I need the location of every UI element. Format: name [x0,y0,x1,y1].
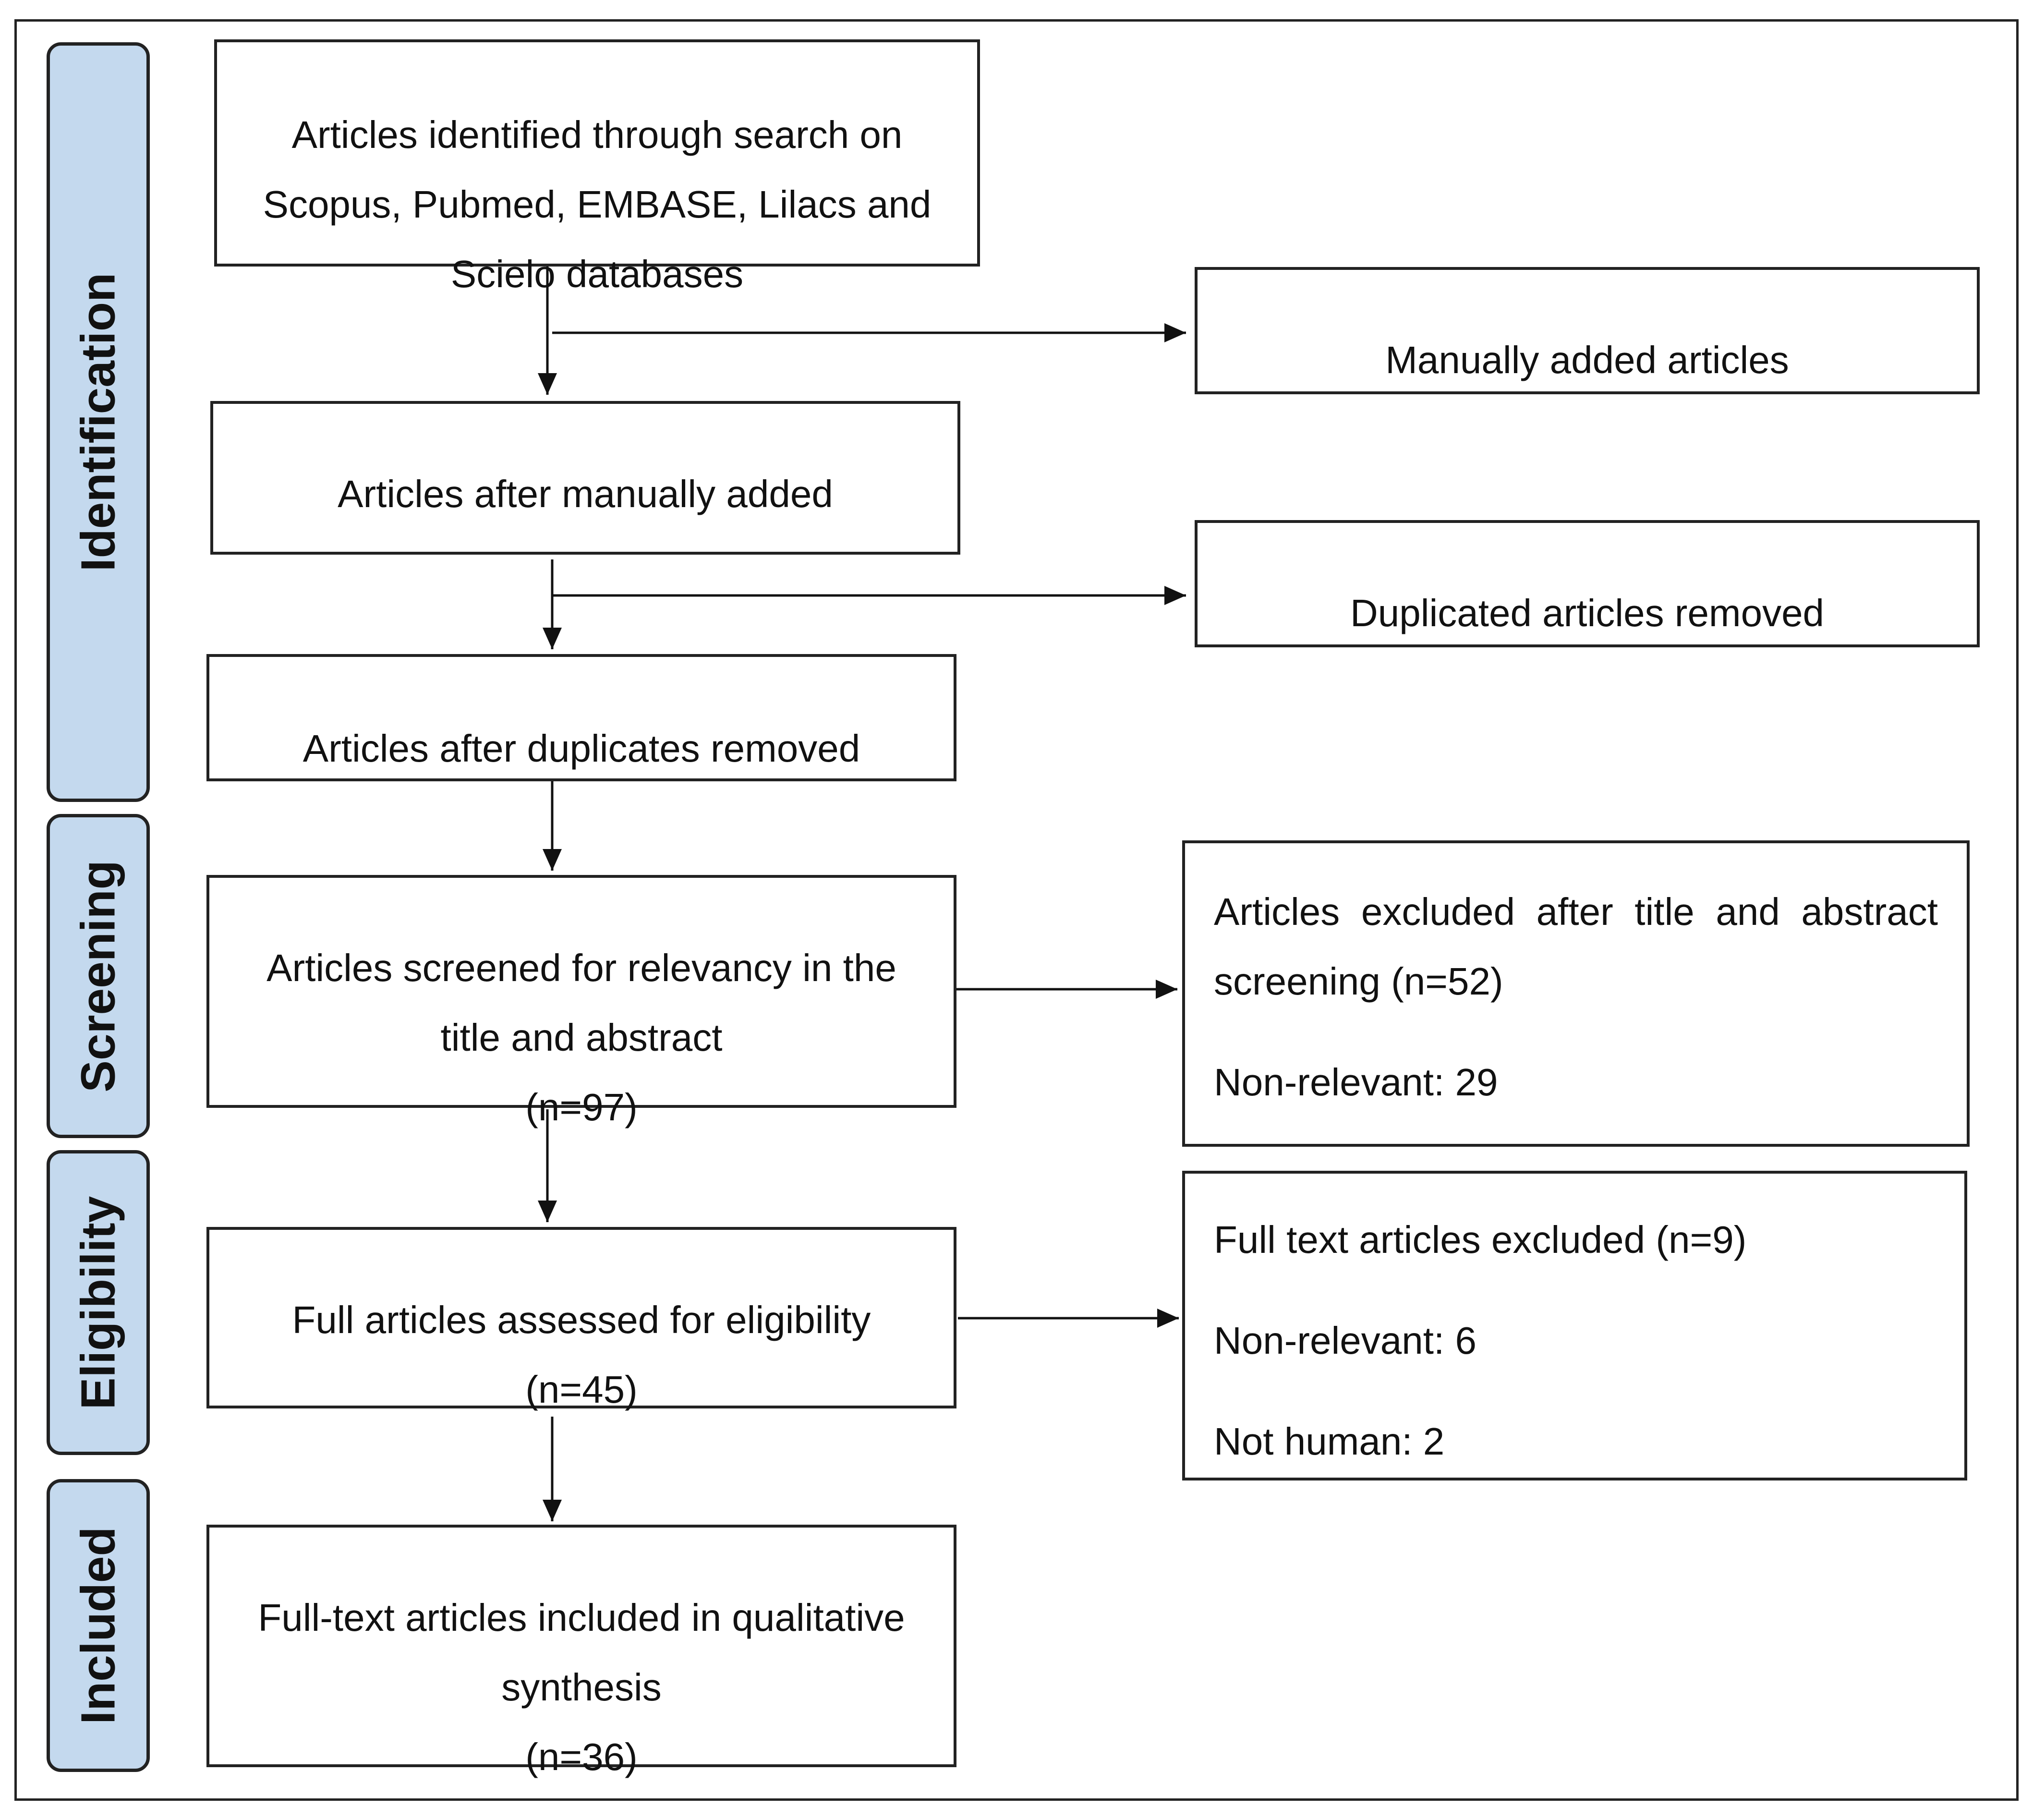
phase-included: Included [47,1479,150,1772]
identified-line-2: Scopus, Pubmed, EMBASE, Lilacs and [263,183,932,226]
included-line-3: (n=36) [525,1735,638,1778]
manually-added-line-1: Manually added articles [1385,339,1789,381]
included-line-1: Full-text articles included in qualitati… [258,1596,905,1639]
after-duplicates-line-1: Articles after duplicates removed [303,727,860,770]
after-manual-box: Articles after manually added [210,401,960,555]
screened-box: Articles screened for relevancy in the t… [206,875,956,1128]
duplicated-removed-box: Duplicated articles removed [1195,520,1980,647]
excluded-title-abstract-box: Articles excluded after title and abstra… [1182,840,1970,1147]
fulltext-excluded-line-1: Full text articles excluded (n=9) [1214,1218,1747,1261]
diagram-frame [14,19,2019,1801]
excluded-title-abstract-line-2: screening (n=52) [1214,960,1503,1003]
fulltext-excluded-box: Full text articles excluded (n=9) Non-re… [1182,1171,1967,1480]
phase-identification-label: Identification [71,272,125,572]
excluded-title-abstract-line-1: Articles excluded after title and abstra… [1214,890,1938,933]
after-manual-line-1: Articles after manually added [338,473,833,515]
phase-screening-label: Screening [71,860,125,1092]
fulltext-excluded-line-3: Not human: 2 [1214,1420,1445,1463]
screened-line-1: Articles screened for relevancy in the [266,946,896,989]
phase-identification: Identification [47,42,150,802]
identified-box: Articles identified through search on Sc… [214,39,980,295]
assessed-line-1: Full articles assessed for eligibility [292,1298,871,1341]
manually-added-box: Manually added articles [1195,267,1980,394]
identified-line-1: Articles identified through search on [291,113,903,156]
phase-eligibility: Eligibility [47,1150,150,1455]
screened-line-2: title and abstract [440,1016,723,1059]
screened-line-3: (n=97) [525,1086,638,1128]
assessed-box: Full articles assessed for eligibility (… [206,1227,956,1411]
after-duplicates-box: Articles after duplicates removed [206,654,956,781]
phase-eligibility-label: Eligibility [71,1196,125,1409]
duplicated-removed-line-1: Duplicated articles removed [1350,592,1825,634]
phase-screening: Screening [47,814,150,1138]
fulltext-excluded-line-2: Non-relevant: 6 [1214,1319,1476,1362]
included-box: Full-text articles included in qualitati… [206,1525,956,1778]
phase-included-label: Included [71,1527,125,1724]
identified-line-3: Scielo databases [450,253,744,295]
excluded-title-abstract-line-3: Non-relevant: 29 [1214,1061,1498,1104]
assessed-line-2: (n=45) [525,1368,638,1411]
included-line-2: synthesis [501,1666,662,1709]
